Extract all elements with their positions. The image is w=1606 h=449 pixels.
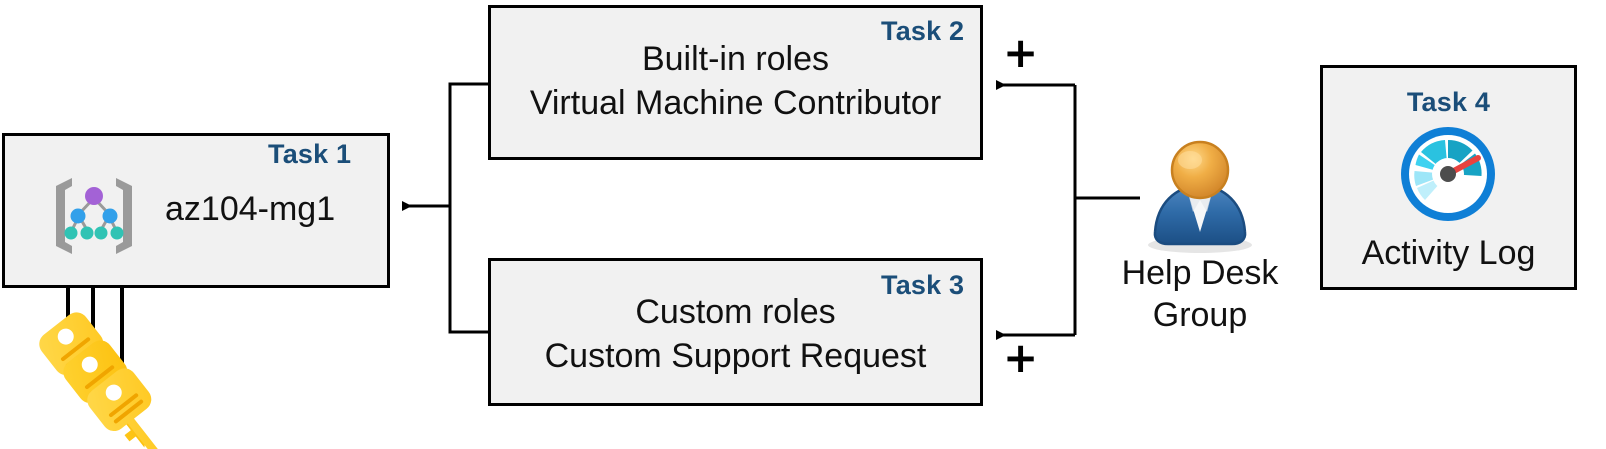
task1-tag: Task 1 — [268, 139, 352, 169]
task2-tag: Task 2 — [881, 16, 965, 46]
keys-icon — [39, 312, 164, 449]
roles-to-managementgroup-connector — [402, 82, 488, 334]
task4-tag: Task 4 — [1406, 87, 1491, 117]
helpdesk-label-line1: Help Desk — [1121, 254, 1279, 292]
task3-line1: Custom roles — [635, 293, 836, 331]
task1-label: az104-mg1 — [165, 190, 336, 228]
task4-label: Activity Log — [1361, 234, 1536, 272]
task3-tag: Task 3 — [881, 270, 965, 300]
activity-log-gauge-icon — [1401, 127, 1495, 221]
plus-top-operator: + — [1003, 28, 1039, 77]
helpdesk-label-line2: Group — [1152, 296, 1248, 334]
task1-box[interactable] — [2, 133, 390, 288]
plus-bottom-operator: + — [1003, 333, 1039, 382]
task3-line2: Custom Support Request — [544, 337, 927, 375]
task2-line1: Built-in roles — [641, 40, 830, 78]
task2-line2: Virtual Machine Contributor — [529, 84, 942, 122]
task2-box[interactable] — [488, 5, 983, 160]
task3-box[interactable] — [488, 258, 983, 406]
user-group-icon[interactable] — [1135, 140, 1265, 255]
management-group-icon — [56, 178, 132, 254]
